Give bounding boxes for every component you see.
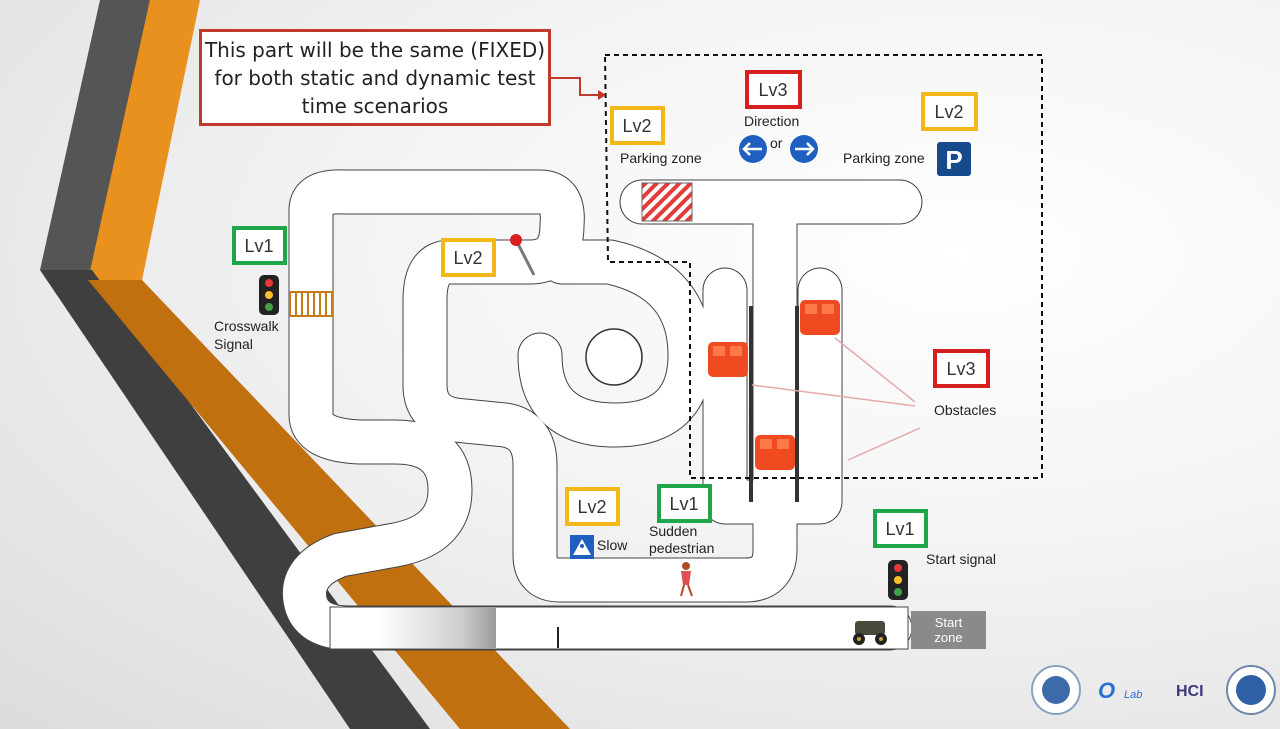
university-seal-logo bbox=[1031, 665, 1081, 715]
level-badge-lv1: Lv1 bbox=[232, 226, 287, 265]
svg-text:Lv2: Lv2 bbox=[934, 102, 963, 122]
fixed-region-callout: This part will be the same (FIXED) for b… bbox=[199, 29, 551, 126]
traffic-light-icon bbox=[888, 560, 908, 600]
parking-zone-label: Parking zone bbox=[843, 150, 925, 166]
svg-text:Lab: Lab bbox=[1124, 689, 1142, 701]
pedestrian-label: pedestrian bbox=[649, 540, 714, 556]
svg-text:Lv2: Lv2 bbox=[453, 248, 482, 268]
barrier-obstacle bbox=[755, 435, 795, 470]
level-badge-lv2: Lv2 bbox=[565, 487, 620, 526]
track bbox=[282, 169, 923, 651]
svg-text:P: P bbox=[945, 145, 962, 175]
pedestrian-label: Sudden bbox=[649, 523, 697, 539]
lab-logo: O Lab bbox=[1098, 678, 1142, 703]
start-zone-label: Start zone bbox=[934, 615, 963, 645]
start-signal-label: Start signal bbox=[926, 551, 996, 567]
svg-text:Lv3: Lv3 bbox=[946, 359, 975, 379]
svg-text:Lv1: Lv1 bbox=[885, 519, 914, 539]
callout-line: for both static and dynamic test bbox=[214, 65, 536, 90]
roundabout-island bbox=[585, 328, 643, 386]
barrier-obstacle bbox=[708, 342, 748, 377]
level-badge-lv3: Lv3 bbox=[933, 349, 990, 388]
svg-text:HCI: HCI bbox=[1176, 683, 1204, 700]
obstacles-label: Obstacles bbox=[934, 402, 996, 418]
fixed-region-boundary bbox=[603, 54, 1043, 479]
svg-text:O: O bbox=[1098, 678, 1115, 703]
svg-text:Lv2: Lv2 bbox=[622, 116, 651, 136]
svg-text:Lv3: Lv3 bbox=[758, 80, 787, 100]
level-badge-lv1: Lv1 bbox=[657, 484, 712, 523]
crosswalk-marking bbox=[289, 291, 333, 317]
svg-text:Lv1: Lv1 bbox=[669, 494, 698, 514]
level-badge-lv1: Lv1 bbox=[873, 509, 928, 548]
obstacle-pointers bbox=[751, 337, 921, 461]
callout-line: time scenarios bbox=[301, 93, 449, 118]
slow-label: Slow bbox=[597, 537, 628, 553]
stop-sign-icon bbox=[510, 234, 536, 276]
level-badge-lv2: Lv2 bbox=[921, 92, 978, 131]
callout-arrow bbox=[551, 77, 598, 96]
parking-sign-icon: P bbox=[937, 142, 971, 176]
crosswalk-label: Crosswalk bbox=[214, 318, 280, 334]
traffic-light-icon bbox=[259, 275, 279, 315]
hatched-parking-spot bbox=[641, 182, 693, 222]
tunnel-shade bbox=[378, 608, 496, 648]
parking-zone-label: Parking zone bbox=[620, 150, 702, 166]
barrier-obstacle bbox=[800, 300, 840, 335]
or-label: or bbox=[770, 135, 783, 151]
callout-arrowhead bbox=[598, 90, 606, 100]
crosswalk-label: Signal bbox=[214, 336, 253, 352]
pedestrian-icon bbox=[680, 562, 693, 597]
level-badge-lv3: Lv3 bbox=[745, 70, 802, 109]
pedestrian-crossing-icon bbox=[570, 535, 594, 559]
start-zone: Start zone bbox=[911, 611, 986, 649]
callout-line: This part will be the same (FIXED) bbox=[204, 37, 546, 62]
right-arrow-icon bbox=[790, 135, 818, 163]
direction-label: Direction bbox=[744, 113, 799, 129]
level-badge-lv2: Lv2 bbox=[610, 106, 665, 145]
left-arrow-icon bbox=[739, 135, 767, 163]
svg-text:Lv2: Lv2 bbox=[577, 497, 606, 517]
level-badge-lv2: Lv2 bbox=[441, 238, 496, 277]
svg-text:Lv1: Lv1 bbox=[244, 236, 273, 256]
car-icon bbox=[853, 621, 887, 645]
hci-lab-logo: HCI bbox=[1176, 683, 1204, 700]
university-emblem-logo bbox=[1226, 665, 1276, 715]
